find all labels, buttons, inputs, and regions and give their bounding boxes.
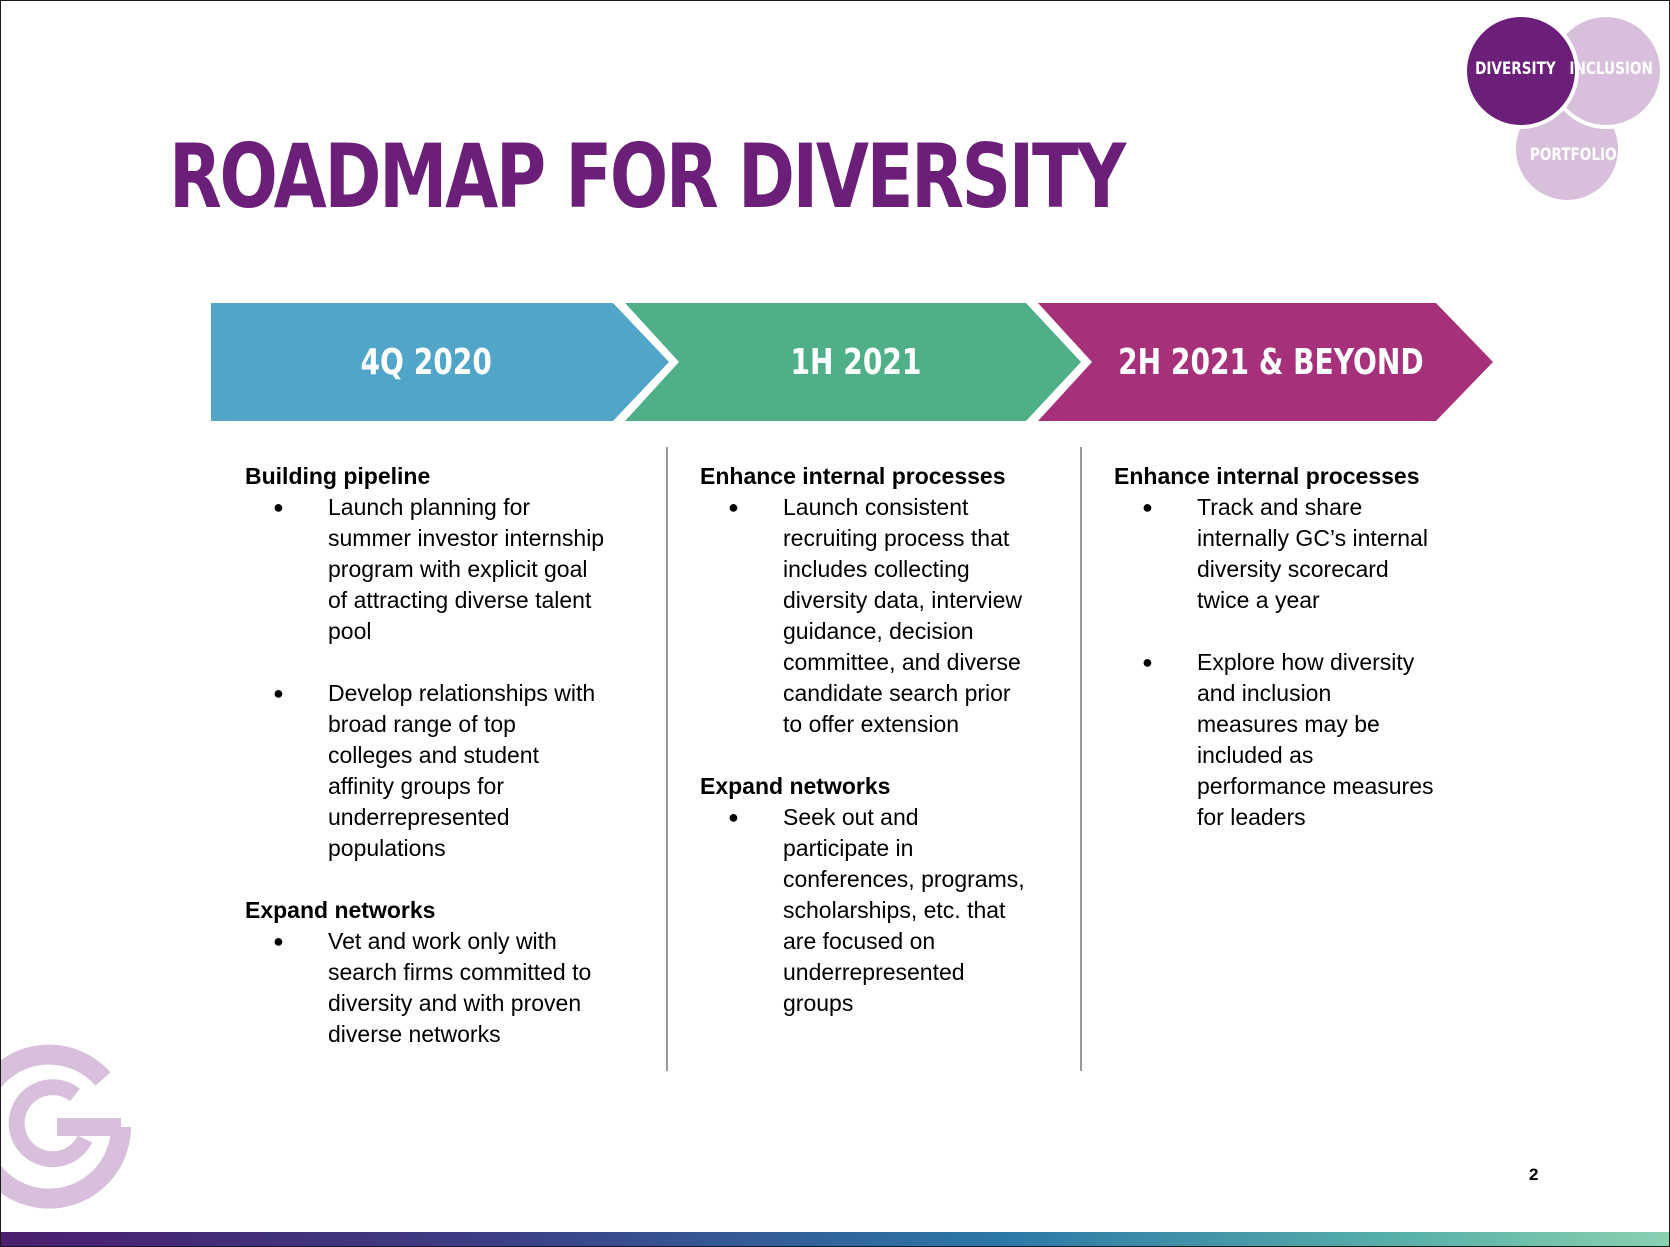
bullet-line: recruiting process that: [783, 525, 1010, 551]
section-heading: Enhance internal processes: [1114, 463, 1420, 489]
bullet-line: diverse networks: [328, 1021, 501, 1047]
bottom-gradient-bar: [1, 1232, 1669, 1246]
section-heading: Expand networks: [700, 773, 891, 799]
bullet-line: program with explicit goal: [328, 556, 588, 582]
gc-logo-icon: [1, 1017, 137, 1213]
section-heading: Enhance internal processes: [700, 463, 1006, 489]
badge-diversity-label: DIVERSITY: [1475, 59, 1556, 79]
bullet-line: diversity data, interview: [783, 587, 1023, 613]
bullet-line: underrepresented: [783, 959, 965, 985]
bullet-line: Explore how diversity: [1197, 649, 1415, 675]
list-item: ● Seek out and participate in conference…: [700, 802, 1080, 1019]
bullet-line: Launch planning for: [328, 494, 531, 520]
bullet-line: summer investor internship: [328, 525, 605, 551]
bullet-line: Develop relationships with: [328, 680, 596, 706]
bullet-icon: ●: [273, 497, 284, 517]
bullet-line: for leaders: [1197, 804, 1306, 830]
page-title: ROADMAP FOR DIVERSITY: [169, 125, 1126, 228]
bullet-line: groups: [783, 990, 854, 1016]
column-1h-2021: Enhance internal processes ● Launch cons…: [700, 461, 1080, 1019]
bullet-line: twice a year: [1197, 587, 1320, 613]
roadmap-timeline: 4Q 2020 1H 2021 2H 2021 & BEYOND: [211, 303, 1493, 421]
phase-label-2: 1H 2021: [790, 341, 922, 383]
bullet-line: pool: [328, 618, 372, 644]
bullet-line: diversity scorecard: [1197, 556, 1389, 582]
bullet-line: scholarships, etc. that: [783, 897, 1006, 923]
phase-label-1: 4Q 2020: [360, 341, 492, 383]
bullet-line: Track and share: [1197, 494, 1363, 520]
bullet-line: search firms committed to: [328, 959, 592, 985]
bullet-line: included as: [1197, 742, 1314, 768]
bullet-line: measures may be: [1197, 711, 1380, 737]
timeline-arrows: [211, 303, 1493, 421]
bullet-icon: ●: [1142, 497, 1153, 517]
column-divider-2: [1080, 447, 1082, 1071]
bullet-line: broad range of top: [328, 711, 516, 737]
list-item: ● Launch consistent recruiting process t…: [700, 492, 1080, 740]
bullet-line: to offer extension: [783, 711, 960, 737]
phase-arrow-1: [211, 303, 669, 421]
column-divider-1: [666, 447, 668, 1071]
bullet-line: populations: [328, 835, 446, 861]
list-item: ● Develop relationships with broad range…: [245, 678, 665, 864]
bullet-line: internally GC’s internal: [1197, 525, 1428, 551]
column-4q-2020: Building pipeline ● Launch planning for …: [245, 461, 665, 1050]
bullet-line: Vet and work only with: [328, 928, 557, 954]
venn-badge-graphic: [1463, 13, 1664, 204]
bullet-line: performance measures: [1197, 773, 1434, 799]
bullet-line: and inclusion: [1197, 680, 1332, 706]
bullet-line: guidance, decision: [783, 618, 974, 644]
bullet-line: diversity and with proven: [328, 990, 582, 1016]
page-number: 2: [1529, 1165, 1539, 1184]
bullet-line: colleges and student: [328, 742, 539, 768]
bullet-line: affinity groups for: [328, 773, 505, 799]
bullet-icon: ●: [1142, 652, 1153, 672]
bullet-line: underrepresented: [328, 804, 510, 830]
bullet-line: of attracting diverse talent: [328, 587, 592, 613]
bullet-line: committee, and diverse: [783, 649, 1021, 675]
bullet-line: Launch consistent: [783, 494, 969, 520]
section-heading: Building pipeline: [245, 463, 431, 489]
column-2h-2021-beyond: Enhance internal processes ● Track and s…: [1114, 461, 1514, 833]
bullet-line: are focused on: [783, 928, 936, 954]
bullet-line: includes collecting: [783, 556, 970, 582]
bullet-line: conferences, programs,: [783, 866, 1025, 892]
phase-label-3: 2H 2021 & BEYOND: [1118, 341, 1424, 383]
phase-arrow-3: [1038, 303, 1493, 421]
list-item: ● Launch planning for summer investor in…: [245, 492, 665, 647]
bullet-icon: ●: [728, 497, 739, 517]
phase-arrow-2: [625, 303, 1081, 421]
bullet-line: participate in: [783, 835, 914, 861]
badge-inclusion-label: INCLUSION: [1569, 59, 1653, 79]
list-item: ● Explore how diversity and inclusion me…: [1114, 647, 1514, 833]
bullet-icon: ●: [273, 683, 284, 703]
badge-portfolio-label: PORTFOLIO: [1529, 145, 1617, 165]
bullet-icon: ●: [273, 931, 284, 951]
bullet-line: candidate search prior: [783, 680, 1011, 706]
bullet-line: Seek out and: [783, 804, 919, 830]
diversity-circle: [1463, 13, 1579, 129]
bullet-icon: ●: [728, 807, 739, 827]
section-heading: Expand networks: [245, 897, 436, 923]
list-item: ● Vet and work only with search firms co…: [245, 926, 665, 1050]
venn-badge: DIVERSITY INCLUSION PORTFOLIO: [1441, 13, 1664, 213]
list-item: ● Track and share internally GC’s intern…: [1114, 492, 1514, 616]
